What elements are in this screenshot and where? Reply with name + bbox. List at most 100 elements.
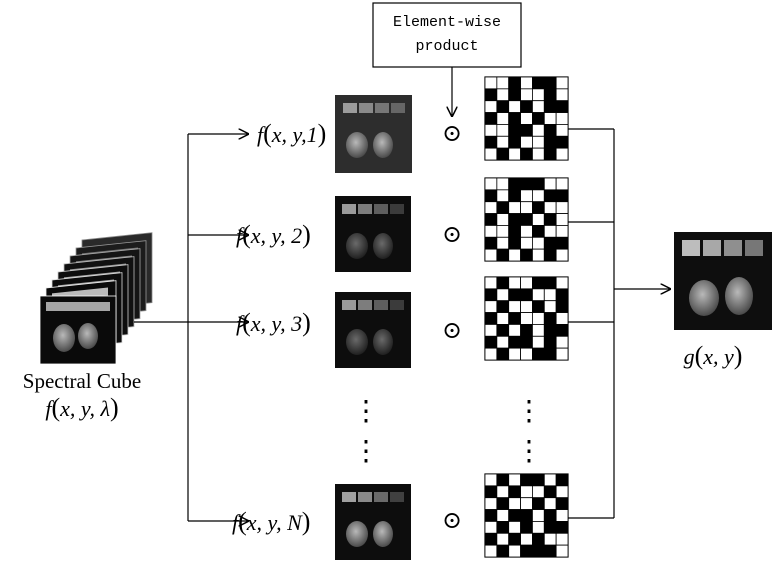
mask-cell — [555, 335, 569, 349]
mask-cell — [496, 124, 510, 137]
mask-cell — [555, 312, 569, 325]
mask-cell — [543, 135, 557, 149]
mask-cell — [543, 485, 557, 499]
mask-cell — [543, 324, 557, 337]
mask-cell — [532, 347, 545, 361]
fan-out-connector — [134, 134, 248, 521]
ellipsis-group: ⋮ ⋮ ⋮ ⋮ — [352, 396, 543, 467]
mask-cell — [496, 544, 510, 558]
mask-cell — [532, 248, 545, 262]
mask-cell — [555, 347, 569, 361]
band-label-2: f(x, y, 2) — [236, 220, 311, 249]
mask-cell — [484, 100, 498, 113]
mask-cell — [532, 300, 545, 313]
mask-cell — [520, 100, 533, 113]
mask-cell — [484, 76, 498, 90]
operator-n: ⊙ — [442, 508, 462, 534]
mask-cell — [555, 473, 569, 487]
mask-cell — [532, 485, 545, 499]
mask-cell — [508, 312, 521, 325]
mask-cell — [496, 76, 510, 90]
mask-cell — [532, 544, 545, 558]
mask-cell — [508, 347, 521, 361]
mask-cell — [543, 509, 557, 522]
band-label-1: f(x, y,1) — [257, 119, 326, 148]
mask-cell — [484, 300, 498, 313]
mask-cell — [508, 124, 521, 137]
mask-1 — [484, 76, 569, 161]
mask-cell — [555, 100, 569, 113]
product-operators: ⊙ ⊙ ⊙ ⊙ — [442, 121, 462, 534]
mask-cell — [496, 88, 510, 102]
mask-cell — [496, 225, 510, 238]
mask-cell — [496, 473, 510, 487]
mask-cell — [543, 236, 557, 250]
mask-cell — [496, 135, 510, 149]
mask-cell — [508, 276, 521, 290]
mask-cell — [543, 473, 557, 487]
mask-cell — [532, 88, 545, 102]
mask-cell — [555, 88, 569, 102]
mask-cell — [532, 213, 545, 226]
mask-cell — [555, 189, 569, 203]
mask-cell — [532, 225, 545, 238]
mask-cell — [532, 112, 545, 125]
mask-cell — [508, 532, 521, 546]
mask-cell — [496, 312, 510, 325]
mask-cell — [520, 177, 533, 191]
mask-cell — [532, 324, 545, 337]
mask-cell — [496, 347, 510, 361]
mask-cell — [496, 236, 510, 250]
mask-cell — [484, 177, 498, 191]
mask-cell — [555, 201, 569, 214]
mask-cell — [543, 147, 557, 161]
mask-cell — [555, 288, 569, 302]
mask-cell — [520, 521, 533, 534]
mask-cell — [532, 335, 545, 349]
mask-cell — [508, 112, 521, 125]
band-image-n — [335, 484, 411, 560]
mask-cell — [555, 248, 569, 262]
mask-cell — [520, 213, 533, 226]
mask-cell — [555, 300, 569, 313]
operator-1: ⊙ — [442, 121, 462, 147]
spectral-cube-title: Spectral Cube — [23, 369, 141, 393]
mask-cell — [520, 335, 533, 349]
mask-cell — [520, 135, 533, 149]
annotation-line1: Element-wise — [393, 14, 501, 31]
mask-cell — [543, 521, 557, 534]
annotation-line2: product — [415, 38, 478, 55]
mask-cell — [484, 124, 498, 137]
mask-cell — [496, 201, 510, 214]
mask-cell — [496, 100, 510, 113]
mask-cell — [484, 324, 498, 337]
mask-cell — [496, 485, 510, 499]
mask-cell — [508, 177, 521, 191]
mask-cell — [543, 335, 557, 349]
mask-cell — [508, 288, 521, 302]
mask-cell — [496, 509, 510, 522]
mask-cell — [484, 248, 498, 262]
mask-cell — [543, 201, 557, 214]
mask-cell — [508, 497, 521, 510]
mask-cell — [508, 509, 521, 522]
mask-cell — [532, 288, 545, 302]
mask-cell — [532, 473, 545, 487]
mask-cell — [555, 177, 569, 191]
mask-cell — [543, 100, 557, 113]
mask-cell — [555, 147, 569, 161]
mask-cell — [484, 544, 498, 558]
mask-cell — [484, 147, 498, 161]
mask-cell — [555, 236, 569, 250]
mask-cell — [496, 213, 510, 226]
mask-cell — [508, 201, 521, 214]
mask-cell — [543, 497, 557, 510]
mask-cell — [496, 189, 510, 203]
output-image — [674, 232, 772, 330]
mask-4 — [484, 473, 569, 558]
spectral-cube-stack — [39, 232, 153, 365]
ellipsis-images-1: ⋮ — [352, 396, 380, 427]
coded-aperture-masks — [484, 76, 569, 558]
mask-cell — [508, 521, 521, 534]
mask-cell — [484, 135, 498, 149]
